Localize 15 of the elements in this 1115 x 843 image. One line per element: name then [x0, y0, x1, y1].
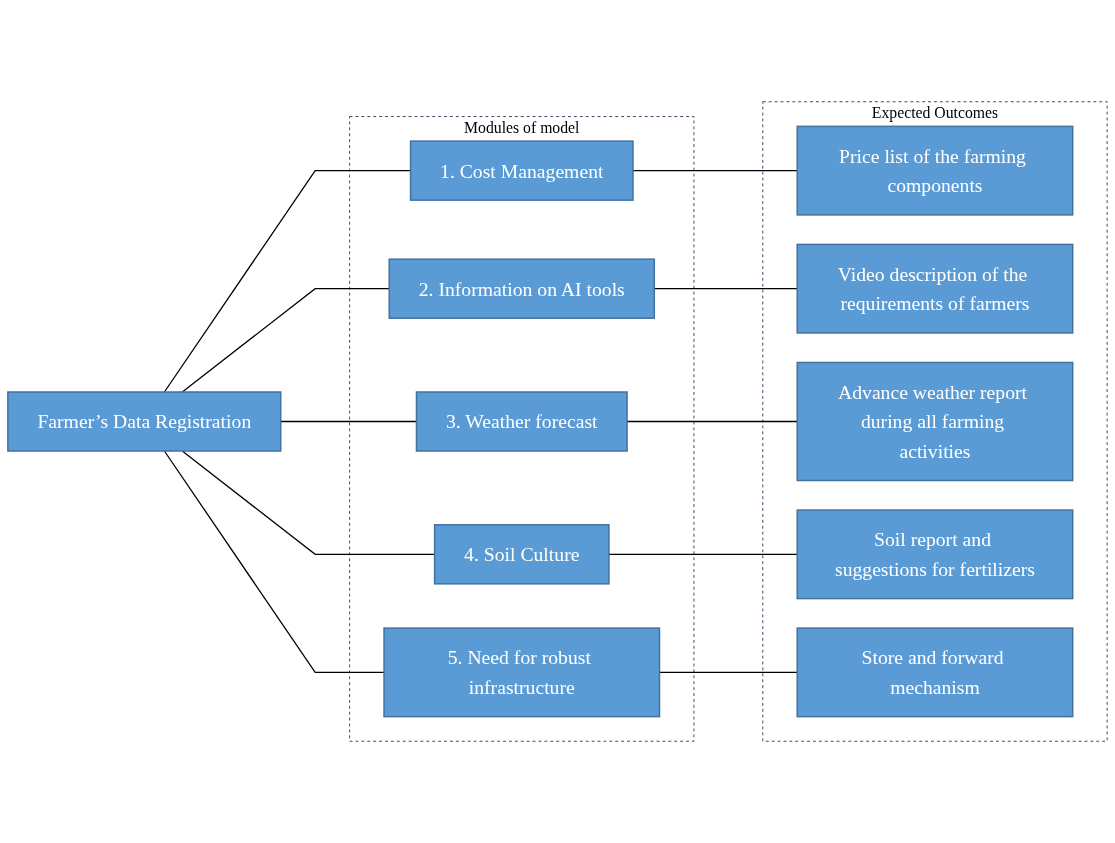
connector: [181, 288, 390, 393]
node-box: Advance weather report during all farming activities: [796, 361, 1074, 482]
node-box: Farmer’s Data Registration: [7, 391, 282, 452]
node-box: Price list of the farming components: [796, 125, 1074, 216]
node-box: 4. Soil Culture: [433, 524, 610, 585]
node-box: 5. Need for robust infrastructure: [383, 627, 661, 718]
node-box: Soil report and suggestions for fertilizers: [796, 509, 1074, 600]
connector: [632, 170, 798, 172]
node-box: Store and forward mechanism: [796, 627, 1074, 718]
connector: [163, 450, 385, 673]
connector: [608, 553, 798, 555]
node-box: Video description of the requirements of farmers: [796, 243, 1074, 334]
node-box: 2. Information on AI tools: [388, 258, 656, 319]
node-box: 1. Cost Management: [409, 140, 634, 201]
node-box: 3. Weather forecast: [415, 391, 628, 452]
